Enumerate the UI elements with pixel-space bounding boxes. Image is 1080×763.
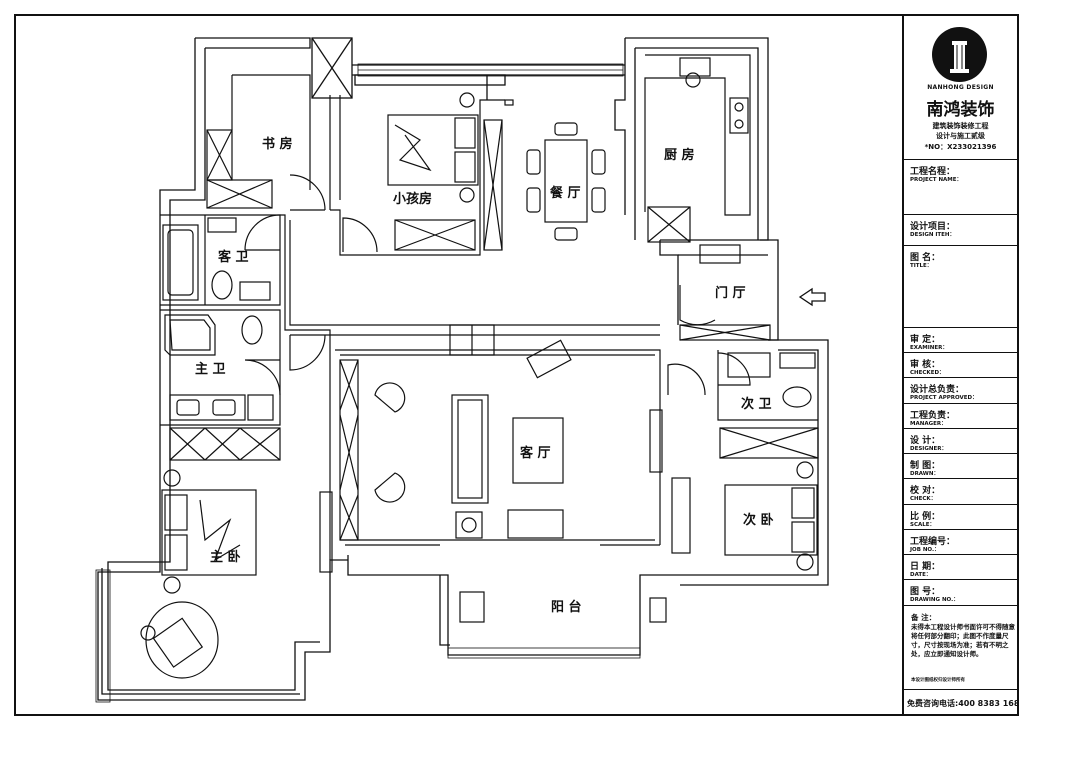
title-block-row: 校 对：CHECK： [903,478,1018,505]
title-block-row: 审 核：CHECKED： [903,352,1018,378]
title-block-row: 设计总负责：PROJECT APPROVED： [903,377,1018,404]
guest-bath-fixtures [162,217,271,301]
logo-english-name: NANHONG DESIGN [927,84,994,91]
room-label-foyer: 门 厅 [715,285,746,301]
room-label-balcony: 阳 台 [551,599,582,615]
room-label-second-bedroom: 次 卧 [743,512,774,528]
room-label-dining: 餐 厅 [549,185,581,201]
notes-section: 备 注： 未得本工程设计师书面许可不得随意将任何部分翻印；此图不作度量尺寸，尺寸… [903,605,1018,690]
title-block-row: 工程负责：MANAGER： [903,403,1018,429]
living-furniture [319,339,663,573]
dining-table [526,122,606,241]
field-label-cn: 图 名： [910,253,941,263]
title-block-row: 工程名程：PROJECT NAME： [903,159,1018,215]
field-label-en: PROJECT NAME： [910,177,963,183]
master-bath-fixtures [164,314,274,421]
field-label-en: CHECK： [910,496,937,502]
room-label-study: 书 房 [262,136,293,152]
field-label-en: DRAWING NO.： [910,597,959,603]
field-label-en: DATE： [910,572,932,578]
field-label-en: MANAGER： [910,421,947,427]
field-label-cn: 比 例： [910,512,941,522]
room-label-guest-bath: 客 卫 [218,249,249,265]
field-label-cn: 审 核： [910,360,941,370]
company-subtitle-2: 设计与施工贰级 [936,132,985,140]
master-bed [140,469,257,679]
title-block: NANHONG DESIGN 南鸿装饰 建筑装饰装修工程 设计与施工贰级 *NO… [903,15,1020,716]
room-label-second-bath: 次 卫 [741,396,772,412]
field-label-en: SCALE： [910,522,936,528]
room-label-master-bedroom: 主 卧 [210,549,241,565]
notes-title: 备 注： [911,613,937,622]
room-label-master-bath: 主 卫 [195,361,226,377]
field-label-cn: 工程编号： [910,537,956,547]
field-label-cn: 设 计： [910,436,941,446]
field-label-cn: 制 图： [910,461,941,471]
title-block-row: 图 号：DRAWING NO.： [903,579,1018,606]
field-label-en: DESIGN ITEH： [910,232,956,238]
company-logo-icon [932,27,987,82]
field-label-en: DESIGNER： [910,446,947,452]
field-label-cn: 工程名程： [910,167,956,177]
kids-bed [387,92,503,251]
room-label-kids-room: 小孩房 [393,191,432,207]
company-name: 南鸿装饰 [926,100,995,120]
title-block-row: 设计项目：DESIGN ITEH： [903,214,1018,246]
kitchen-counters [644,54,751,264]
field-label-en: DRAWN： [910,471,939,477]
field-label-en: JOB NO.： [910,547,940,553]
balcony-fixtures [459,591,667,623]
title-block-row: 日 期：DATE： [903,554,1018,580]
title-block-row: 制 图：DRAWN： [903,453,1018,479]
field-label-cn: 审 定： [910,335,941,345]
room-label-kitchen: 厨 房 [664,147,695,163]
phone-section: 免费咨询电话:400 8383 168 [903,689,1020,716]
field-label-cn: 图 号： [910,587,941,597]
exterior-walls [97,37,829,701]
field-label-cn: 工程负责： [910,411,956,421]
title-block-header: NANHONG DESIGN 南鸿装饰 建筑装饰装修工程 设计与施工贰级 *NO… [903,15,1018,159]
room-labels: 书 房 小孩房 餐 厅 厨 房 客 卫 主 卫 门 厅 客 厅 次 卫 次 卧 … [195,136,774,615]
title-block-row: 工程编号：JOB NO.： [903,529,1018,555]
field-label-cn: 日 期： [910,562,941,572]
windows [95,63,641,703]
sheet-frame [14,14,1019,716]
notes-body: 未得本工程设计师书面许可不得随意将任何部分翻印；此图不作度量尺寸，尺寸按现场为准… [911,623,1015,658]
field-label-cn: 设计项目： [910,222,956,232]
field-label-cn: 校 对： [910,486,941,496]
room-label-living: 客 厅 [520,445,551,461]
field-label-en: TITLE： [910,263,933,269]
consult-phone: 免费咨询电话:400 8383 168 [907,699,1020,708]
company-subtitle-1: 建筑装饰装修工程 [932,122,989,130]
field-label-en: CHECKED： [910,370,945,376]
certificate-number: *NO：X233021396 [924,143,997,151]
entrance-arrow-icon [798,287,826,307]
title-block-row: 图 名：TITLE： [903,245,1018,328]
second-bath-fixtures [727,352,816,408]
title-block-row: 比 例：SCALE： [903,504,1018,530]
field-label-cn: 设计总负责： [910,385,965,395]
second-bed [671,461,818,571]
notes-footer: 本设计图纸权归设计师所有 [911,678,965,683]
title-block-row: 设 计：DESIGNER： [903,428,1018,454]
field-label-en: PROJECT APPROVED： [910,395,978,401]
interior-walls [160,74,819,560]
field-label-en: EXAMINER： [910,345,948,351]
title-block-row: 审 定：EXAMINER： [903,327,1018,353]
